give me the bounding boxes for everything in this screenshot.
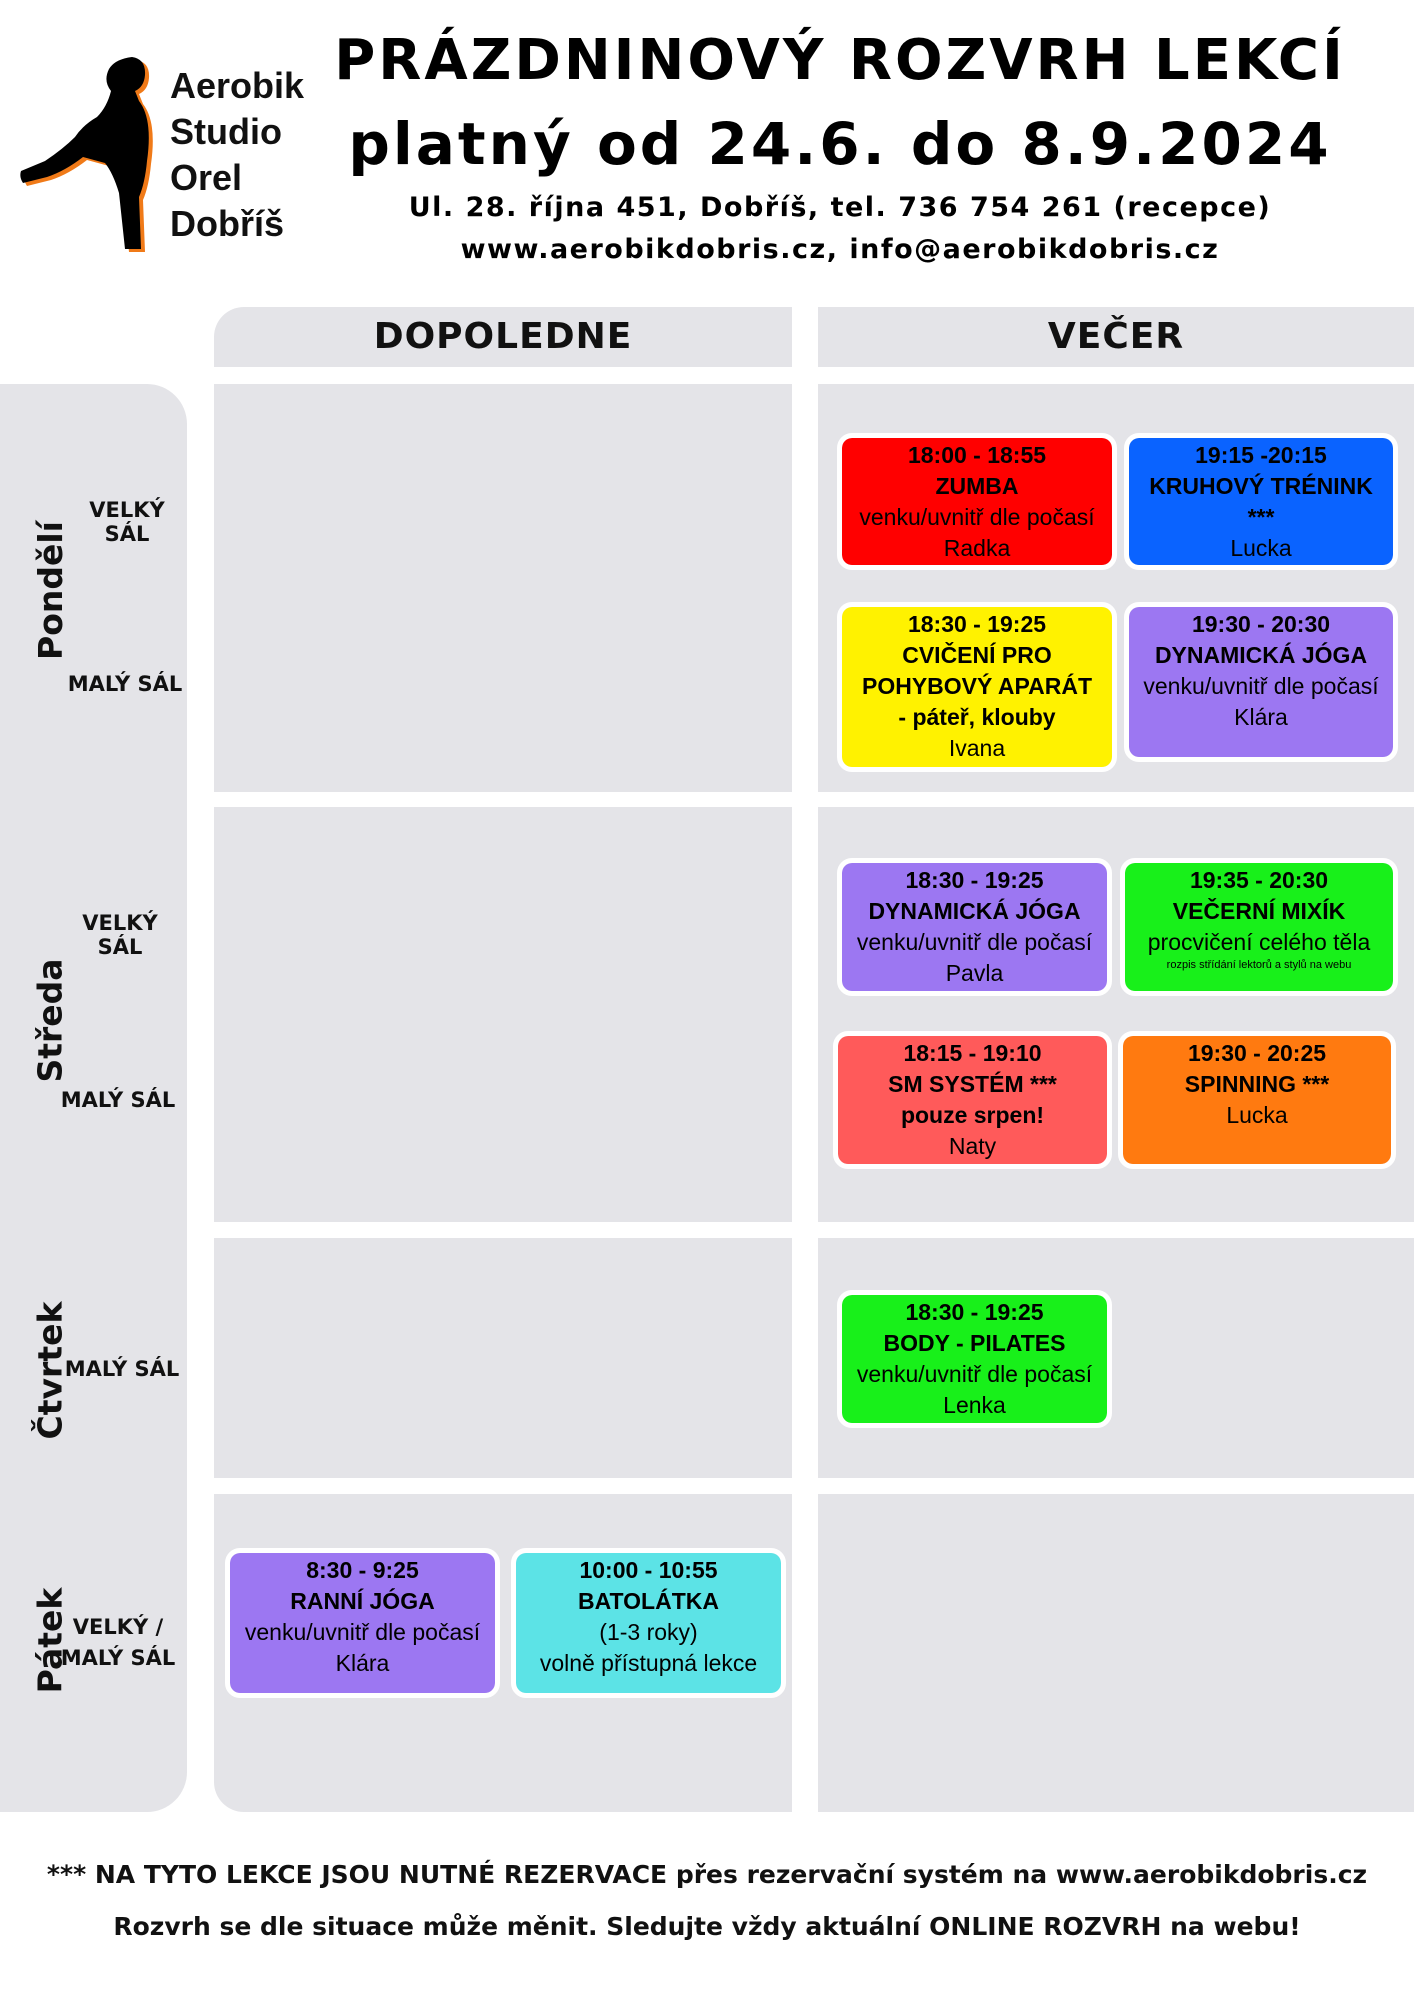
day-label-friday: Pátek — [30, 1587, 70, 1693]
dancer-silhouette-icon — [20, 57, 153, 252]
room-label: MALÝ SÁL — [60, 1088, 176, 1112]
lesson-time: 19:30 - 20:25 — [1187, 1040, 1327, 1066]
logo-line: Dobříš — [170, 203, 285, 244]
reservation-note: *** NA TYTO LEKCE JSOU NUTNÉ REZERVACE p… — [46, 1860, 1368, 1889]
page-title: PRÁZDNINOVÝ ROZVRH LEKCÍ — [334, 28, 1346, 93]
monday-morning-panel — [214, 384, 792, 792]
lesson-trainer: Naty — [948, 1133, 997, 1159]
lesson-name-line3: - páteř, klouby — [898, 704, 1056, 730]
column-header-evening: VEČER — [818, 307, 1414, 367]
lesson-card-sm-system[interactable]: 18:15 - 19:10 SM SYSTÉM *** pouze srpen!… — [833, 1031, 1112, 1169]
lesson-detail: procvičení celého těla — [1147, 929, 1371, 955]
studio-web-contact: www.aerobikdobris.cz, info@aerobikdobris… — [460, 234, 1220, 265]
room-label: MALÝ SÁL — [60, 1646, 176, 1670]
lesson-card-kruhovy-trenink[interactable]: 19:15 -20:15 KRUHOVÝ TRÉNINK *** Lucka — [1124, 433, 1398, 570]
lesson-name: VEČERNÍ MIXÍK — [1172, 898, 1346, 924]
lesson-detail: (1-3 roky) — [599, 1619, 698, 1645]
lesson-card-vecerni-mixik[interactable]: 19:35 - 20:30 VEČERNÍ MIXÍK procvičení c… — [1120, 858, 1398, 996]
logo-line: Orel — [170, 157, 243, 198]
lesson-trainer: Radka — [943, 535, 1011, 561]
logo-line: Studio — [170, 111, 282, 152]
lesson-card-dynamicka-joga[interactable]: 19:30 - 20:30 DYNAMICKÁ JÓGA venku/uvnit… — [1124, 602, 1398, 762]
lesson-time: 18:00 - 18:55 — [907, 442, 1047, 468]
lesson-card-batolatka[interactable]: 10:00 - 10:55 BATOLÁTKA (1-3 roky) volně… — [511, 1548, 786, 1698]
lesson-time: 8:30 - 9:25 — [306, 1557, 419, 1583]
lesson-trainer: volně přístupná lekce — [539, 1650, 758, 1676]
lesson-time: 19:15 -20:15 — [1195, 442, 1327, 468]
lesson-trainer: Pavla — [945, 960, 1004, 986]
lesson-trainer: Lenka — [943, 1392, 1006, 1418]
lesson-name: CVIČENÍ PRO — [902, 642, 1052, 668]
lesson-detail: venku/uvnitř dle počasí — [859, 504, 1095, 530]
lesson-time: 18:30 - 19:25 — [907, 611, 1047, 637]
column-header-morning: DOPOLEDNE — [214, 307, 792, 367]
lesson-time: 18:15 - 19:10 — [903, 1040, 1042, 1066]
lesson-time: 10:00 - 10:55 — [579, 1557, 718, 1583]
room-label: VELKÝ SÁL — [89, 498, 165, 546]
studio-logo: Aerobik Studio Orel Dobříš — [20, 55, 330, 255]
lesson-card-zumba[interactable]: 18:00 - 18:55 ZUMBA venku/uvnitř dle poč… — [837, 433, 1117, 570]
lesson-name-line2: pouze srpen! — [900, 1102, 1045, 1128]
lesson-name: DYNAMICKÁ JÓGA — [1154, 642, 1368, 668]
lesson-name: BATOLÁTKA — [578, 1588, 719, 1614]
logo-line: Aerobik — [170, 65, 305, 106]
lesson-reservation-mark: *** — [1247, 504, 1275, 530]
lesson-detail: venku/uvnitř dle počasí — [244, 1619, 481, 1645]
lesson-trainer: Klára — [335, 1650, 390, 1676]
validity-period: platný od 24.6. do 8.9.2024 — [348, 110, 1332, 178]
room-label: VELKÝ / — [72, 1615, 164, 1639]
room-label: VELKÝ SÁL — [82, 911, 158, 959]
lesson-card-body-pilates[interactable]: 18:30 - 19:25 BODY - PILATES venku/uvnit… — [837, 1290, 1112, 1428]
room-label: MALÝ SÁL — [67, 672, 183, 696]
lesson-time: 18:30 - 19:25 — [905, 867, 1044, 893]
lesson-card-cviceni-pro-pohybovy-aparat[interactable]: 18:30 - 19:25 CVIČENÍ PRO POHYBOVÝ APARÁ… — [837, 602, 1117, 772]
day-column — [0, 384, 187, 1812]
lesson-detail: venku/uvnitř dle počasí — [856, 1361, 1093, 1387]
lesson-name: SPINNING *** — [1184, 1071, 1330, 1097]
lesson-name-line2: POHYBOVÝ APARÁT — [861, 673, 1093, 699]
friday-evening-panel — [818, 1494, 1414, 1812]
lesson-time: 19:35 - 20:30 — [1189, 867, 1329, 893]
lesson-card-ranni-joga[interactable]: 8:30 - 9:25 RANNÍ JÓGA venku/uvnitř dle … — [225, 1548, 500, 1698]
lesson-trainer: Klára — [1234, 704, 1288, 730]
thursday-morning-panel — [214, 1238, 792, 1478]
lesson-card-spinning[interactable]: 19:30 - 20:25 SPINNING *** Lucka — [1118, 1031, 1396, 1169]
schedule-change-note: Rozvrh se dle situace může měnit. Sleduj… — [113, 1912, 1301, 1941]
lesson-note: rozpis střídání lektorů a stylů na webu — [1166, 959, 1352, 971]
lesson-card-dynamicka-joga[interactable]: 18:30 - 19:25 DYNAMICKÁ JÓGA venku/uvnit… — [837, 858, 1112, 996]
lesson-trainer: Ivana — [948, 735, 1006, 761]
lesson-time: 18:30 - 19:25 — [905, 1299, 1044, 1325]
lesson-name: RANNÍ JÓGA — [290, 1588, 435, 1614]
lesson-detail: venku/uvnitř dle počasí — [856, 929, 1093, 955]
lesson-name: DYNAMICKÁ JÓGA — [868, 898, 1081, 924]
day-label-monday: Pondělí — [30, 520, 70, 660]
lesson-name: KRUHOVÝ TRÉNINK — [1149, 473, 1373, 499]
studio-address: Ul. 28. října 451, Dobříš, tel. 736 754 … — [408, 192, 1272, 223]
lesson-detail: venku/uvnitř dle počasí — [1143, 673, 1379, 699]
lesson-name: ZUMBA — [935, 473, 1019, 499]
wednesday-morning-panel — [214, 807, 792, 1222]
logo-text: Aerobik Studio Orel Dobříš — [170, 63, 304, 247]
lesson-name: BODY - PILATES — [883, 1330, 1066, 1356]
lesson-trainer: Lucka — [1230, 535, 1292, 561]
lesson-name: SM SYSTÉM *** — [888, 1071, 1057, 1097]
room-label: MALÝ SÁL — [64, 1357, 180, 1381]
lesson-trainer: Lucka — [1226, 1102, 1288, 1128]
lesson-time: 19:30 - 20:30 — [1191, 611, 1331, 637]
